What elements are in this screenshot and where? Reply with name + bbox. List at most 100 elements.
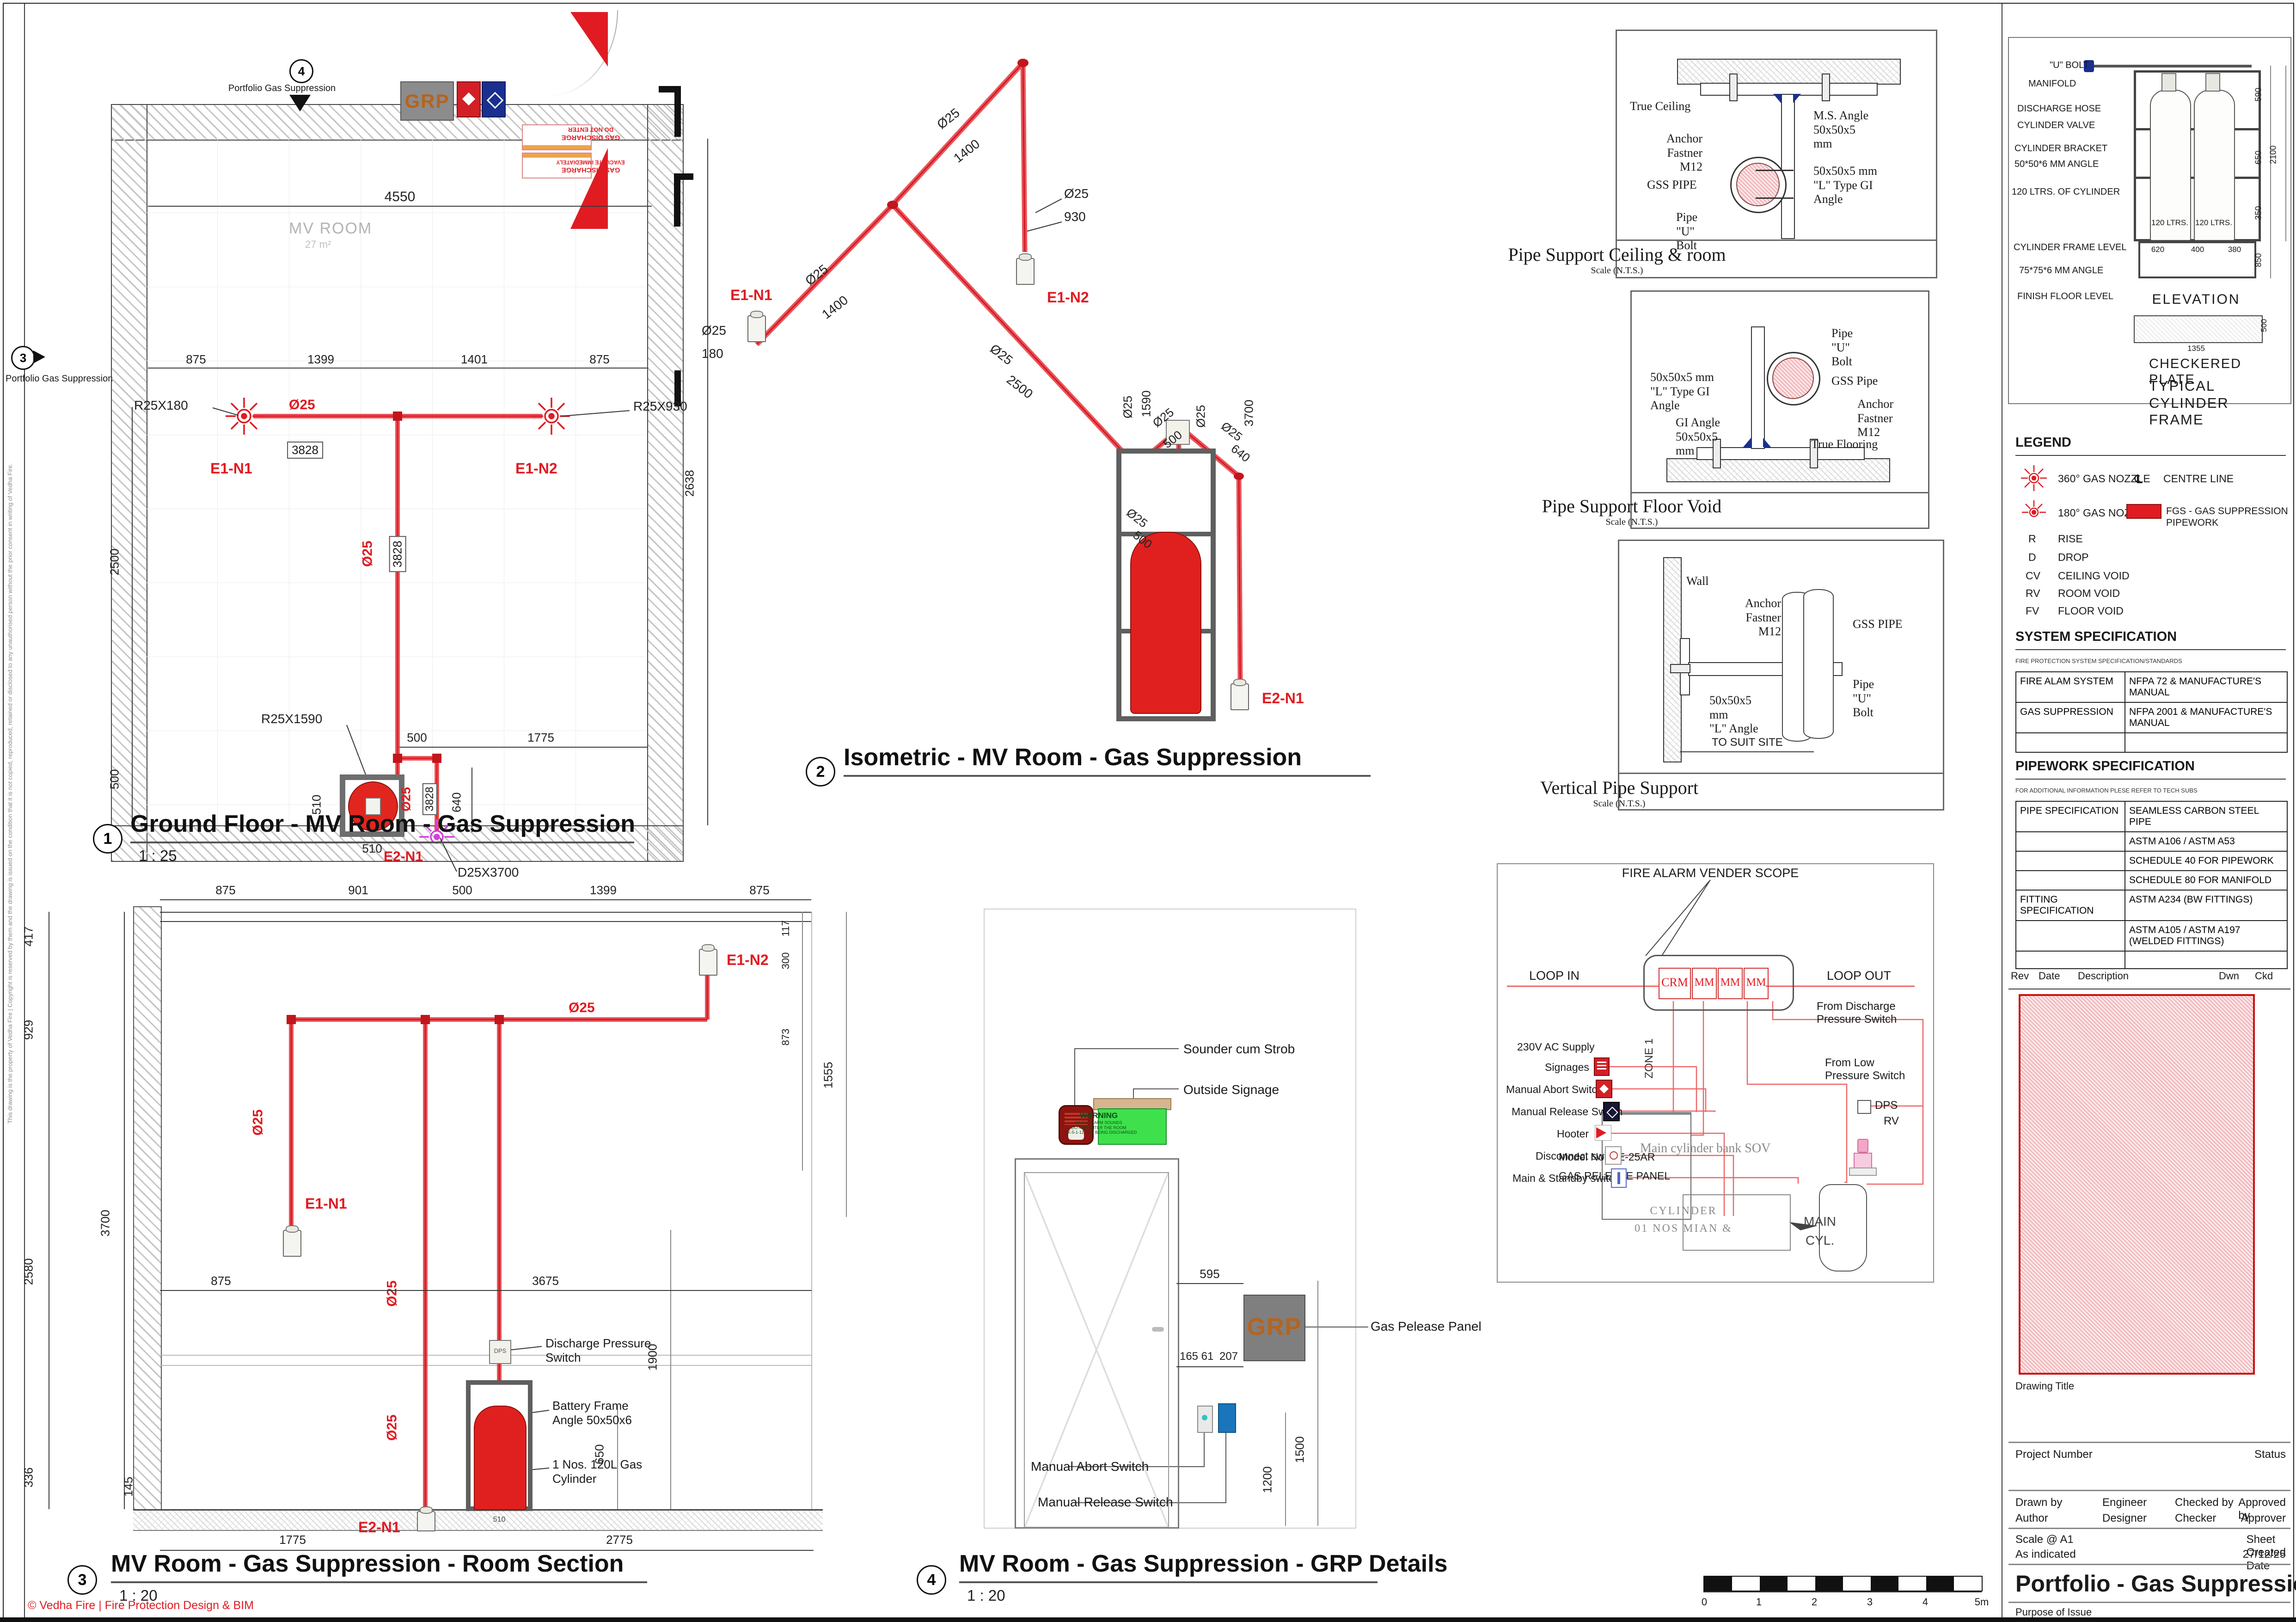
iso-pipes <box>755 59 1244 680</box>
plan-view: 4 Portfolio Gas Suppression GRP GAS DISC… <box>106 9 721 879</box>
item-abort: Manual Abort Switch <box>1506 1083 1603 1095</box>
ps-r0c0: PIPE SPECIFICATION <box>2016 802 2125 831</box>
disconnect-icon <box>1605 1146 1622 1165</box>
sov-label: Main cylinder bank SOV <box>1640 1141 1771 1155</box>
section-marker-3-arrow <box>33 350 45 363</box>
grp-1500: 1500 <box>1292 1436 1307 1463</box>
ps-r3c1: SCHEDULE 80 FOR MANIFOLD <box>2129 875 2272 885</box>
ps-r6c0 <box>2016 952 2125 968</box>
ps-r1c1: ASTM A106 / ASTM A53 <box>2129 836 2235 847</box>
legend-title: LEGEND <box>2015 435 2071 450</box>
sec-cylinder <box>474 1406 527 1510</box>
label-d25x3700: D25X3700 <box>458 865 519 879</box>
scalebar-3: 3 <box>1867 1596 1873 1608</box>
module-crm: CRM <box>1659 968 1691 999</box>
logo-placeholder <box>2019 994 2255 1375</box>
sysspec-r0c1: NFPA 72 & MANUFACTURE'S MANUAL <box>2129 676 2262 698</box>
legend-cv: CV <box>2026 570 2040 582</box>
tb-date: 27/12/25 <box>2242 1548 2286 1561</box>
legend-d: D <box>2028 551 2036 563</box>
fr-lbl-frame-level: CYLINDER FRAME LEVEL <box>2014 242 2127 252</box>
legend-360: 360° GAS NOZZLE <box>2058 473 2150 485</box>
legend-ceiling-void: CEILING VOID <box>2058 570 2130 582</box>
tb-as-indicated: As indicated <box>2015 1548 2076 1561</box>
pipe-size-label-v2: Ø25 <box>398 787 413 811</box>
tb-status: Status <box>2254 1448 2286 1461</box>
scalebar-0: 0 <box>1701 1596 1708 1608</box>
legend-fgs: FGS - GAS SUPPRESSION PIPEWORK <box>2166 506 2288 528</box>
dim-1399: 1399 <box>307 352 334 366</box>
sec-dim-500: 500 <box>452 883 472 897</box>
module-crm-text: CRM <box>1661 976 1688 989</box>
grp-165: 165 <box>1179 1350 1199 1363</box>
iso-e1n2: E1-N2 <box>1047 289 1089 306</box>
view1-title: Ground Floor - MV Room - Gas Suppression <box>130 810 635 843</box>
sheet-footer: © Vedha Fire | Fire Protection Design & … <box>28 1599 254 1612</box>
grp-1200: 1200 <box>1260 1466 1274 1493</box>
section-pipes <box>287 973 710 1511</box>
sysspec-r2c1 <box>2125 733 2287 752</box>
detB-scale: Scale (N.T.S.) <box>1605 517 1658 528</box>
module-mm1: MM <box>1692 968 1717 999</box>
hooter-icon <box>1595 1125 1611 1141</box>
ps-r4c1: ASTM A234 (BW FITTINGS) <box>2129 894 2253 905</box>
iso-bracket-mark2 <box>674 173 693 180</box>
cylinder-valve-plan <box>365 798 381 815</box>
view3-number: 3 <box>67 1565 97 1595</box>
plan-pipes <box>212 397 630 872</box>
sov-valve <box>1849 1139 1877 1176</box>
tb-checked: Checked by <box>2175 1496 2234 1509</box>
lbl-l-angle-a: 50x50x5 mm "L" Type GI Angle <box>1813 164 1877 206</box>
iso-e2n1: E2-N1 <box>1262 690 1304 707</box>
iso-1590: 1590 <box>1139 390 1153 418</box>
sec-dim-901: 901 <box>348 883 368 897</box>
sec-nozzle-e2n1 <box>417 1506 435 1531</box>
fr-checkered: CHECKERED PLATE <box>2149 356 2242 387</box>
sec-nozzle-e1n2 <box>699 944 717 976</box>
ps-r1c0 <box>2016 832 2125 851</box>
signage-red-icon <box>457 81 481 117</box>
iso-bracket-mark <box>674 173 680 227</box>
fr-lbl-ubolt: "U" BOLT <box>2050 60 2089 70</box>
section-cut-mark-mid <box>674 370 681 406</box>
detB-title: Pipe Support Floor Void <box>1542 496 1722 516</box>
tb-engineer: Engineer <box>2102 1496 2147 1509</box>
isometric-view: E1-N1 E1-N2 E2-N1 Ø25 180 Ø25 930 Ø25 14… <box>670 14 1391 791</box>
rev-col-ckd: Ckd <box>2255 970 2273 982</box>
label-e1n2-plan: E1-N2 <box>515 460 557 477</box>
tb-checker: Checker <box>2175 1512 2216 1524</box>
legend-rise: RISE <box>2058 533 2083 545</box>
grp-panel-plan-label: GRP <box>404 90 450 112</box>
door-handle <box>1152 1327 1164 1332</box>
legend-nozzle-icons <box>2021 465 2047 517</box>
fr-lbl-angle50: 50*50*6 MM ANGLE <box>2014 159 2099 169</box>
section-cut-mark-top <box>674 86 681 137</box>
lbl-gss-a: GSS PIPE <box>1647 178 1697 191</box>
typical-cylinder-frame: 120 LTRS. 120 LTRS. "U" BOLT MANIFOLD DI… <box>2008 37 2291 428</box>
sysspec-r1c1: NFPA 2001 & MANUFACTURE'S MANUAL <box>2129 707 2272 728</box>
sign-w3: FK-5-1-12 GAS BEING DISCHARGED <box>1065 1130 1137 1135</box>
grp-view: WARNING WHEN ALARM SOUNDS DO NOT ENTER T… <box>925 902 1498 1558</box>
scalebar-1: 1 <box>1756 1596 1762 1608</box>
item-230v: 230V AC Supply <box>1517 1041 1595 1053</box>
vendor-scope: FIRE ALARM VENDER SCOPE CRM MM MM MM LOO… <box>1493 858 1941 1288</box>
fr-d400: 400 <box>2191 245 2204 254</box>
tb-project: Project Number <box>2015 1448 2093 1461</box>
lbl-anchor-a: Anchor Fastner M12 <box>1666 132 1702 174</box>
sec-dps-box: DPS <box>489 1340 511 1364</box>
sounder-icon <box>1059 1105 1094 1145</box>
manual-release-switch-icon <box>1218 1403 1236 1433</box>
fr-elevation: ELEVATION <box>2152 292 2241 307</box>
sheet-bottom-bar <box>0 1617 2296 1622</box>
sign-w1: WHEN ALARM SOUNDS <box>1075 1120 1122 1125</box>
iso-nozzle-e1n1 <box>747 311 766 342</box>
sysspec-title: SYSTEM SPECIFICATION <box>2015 629 2177 644</box>
section-view: 875 901 500 1399 875 417 929 3700 2580 3… <box>0 874 869 1618</box>
legend-floor-void: FLOOR VOID <box>2058 605 2124 617</box>
from-discharge: From Discharge Pressure Switch <box>1817 1000 1897 1026</box>
scalebar-5m: 5m <box>1974 1596 1989 1608</box>
legend-fv: FV <box>2026 605 2039 617</box>
sec-e1n1: E1-N1 <box>305 1195 347 1212</box>
lbl-true-floor: True Flooring <box>1811 437 1878 451</box>
lbl-anchor-c: Anchor Fastner M12 <box>1745 596 1781 639</box>
